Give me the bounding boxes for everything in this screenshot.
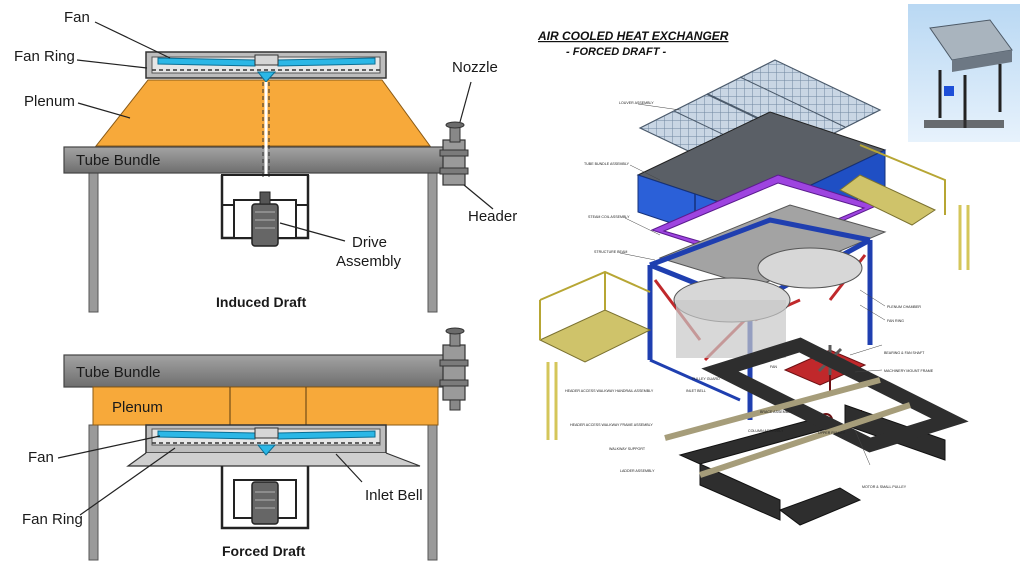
- plenum-plate: [658, 204, 887, 288]
- fan-ring-label: Fan Ring: [14, 48, 75, 65]
- nozzle-icon: [445, 327, 465, 411]
- callout-machinery-frame: MACHINERY MOUNT FRAME: [884, 369, 934, 373]
- callout-plenum-chamber: PLENUM CHAMBER: [887, 305, 921, 309]
- header-label: Header: [468, 208, 517, 225]
- callout-structure-beam: STRUCTURE BEAM: [594, 250, 627, 254]
- drive-assembly: [220, 174, 310, 247]
- plenum: [92, 386, 439, 426]
- exploded-subtitle: - FORCED DRAFT -: [566, 46, 667, 58]
- callout-walkway-support: WALKWAY SUPPORT: [609, 447, 646, 451]
- callout-fan-ring: FAN RING: [887, 319, 904, 323]
- induced-draft-caption: Induced Draft: [216, 294, 307, 310]
- base-beam: [664, 377, 911, 478]
- drive-label-line1: Drive: [352, 234, 387, 251]
- support-leg: [427, 424, 438, 561]
- nozzle-icon: [445, 121, 465, 143]
- fan-label: Fan: [64, 9, 90, 26]
- callout-brace: BRACE ASSEMBLY: [760, 410, 793, 414]
- callout-steam-coil: STEAM COIL ASSEMBLY: [588, 215, 630, 219]
- fan-icon: [157, 54, 376, 83]
- forced-fan-label: Fan: [28, 449, 54, 466]
- callout-lines: [619, 103, 886, 466]
- motor-icon: [251, 191, 279, 247]
- drive-label-line2: Assembly: [336, 253, 402, 270]
- callout-motor-pulley: MOTOR & SMALL PULLEY: [862, 485, 907, 489]
- callout-ladder: LADDER ASSEMBLY: [620, 469, 655, 473]
- support-leg: [88, 171, 99, 313]
- header-nozzle-assembly: [439, 121, 469, 186]
- callout-tube-bundle: TUBE BUNDLE ASSEMBLY: [584, 162, 630, 166]
- exploded-title: AIR COOLED HEAT EXCHANGER: [537, 29, 729, 43]
- exploded-view: AIR COOLED HEAT EXCHANGER - FORCED DRAFT…: [537, 4, 1020, 526]
- callout-walkway-handrail: HEADER ACCESS WALKWAY HANDRAIL ASSEMBLY: [565, 389, 654, 393]
- callout-upper-pulley: UPPER PULLEY: [818, 431, 846, 435]
- forced-tube-bundle-label: Tube Bundle: [76, 364, 161, 381]
- induced-draft-diagram: Tube Bundle: [14, 9, 517, 313]
- callout-inlet-bell: INLET BELL: [686, 389, 706, 393]
- callout-pulley-guard: PULLEY GUARD: [692, 377, 720, 381]
- photo-inset: [908, 4, 1020, 142]
- callout-walkway-frame: HEADER ACCESS WALKWAY FRAME ASSEMBLY: [570, 423, 653, 427]
- forced-fan-ring-label: Fan Ring: [22, 511, 83, 528]
- callout-bearing-shaft: BEARING & FAN SHAFT: [884, 351, 925, 355]
- inlet-bell-label: Inlet Bell: [365, 487, 423, 504]
- tube-bundle-label: Tube Bundle: [76, 152, 161, 169]
- support-leg: [88, 424, 99, 561]
- fan-icon: [157, 427, 376, 456]
- nozzle-label: Nozzle: [452, 59, 498, 76]
- callout-fan: FAN: [770, 365, 777, 369]
- callout-column: COLUMN ASSEMBLY: [748, 429, 784, 433]
- forced-draft-diagram: Tube Bundle Plenum: [22, 327, 469, 561]
- header-nozzle-assembly: [439, 327, 469, 411]
- motor-icon: [251, 481, 279, 525]
- forced-plenum-label: Plenum: [112, 399, 163, 416]
- drive-assembly: [220, 466, 310, 530]
- walkway-left: [538, 270, 652, 440]
- forced-draft-caption: Forced Draft: [222, 543, 306, 559]
- callout-louver: LOUVER ASSEMBLY: [619, 101, 654, 105]
- plenum-label: Plenum: [24, 93, 75, 110]
- walkway-right: [839, 144, 970, 270]
- support-leg: [427, 171, 438, 313]
